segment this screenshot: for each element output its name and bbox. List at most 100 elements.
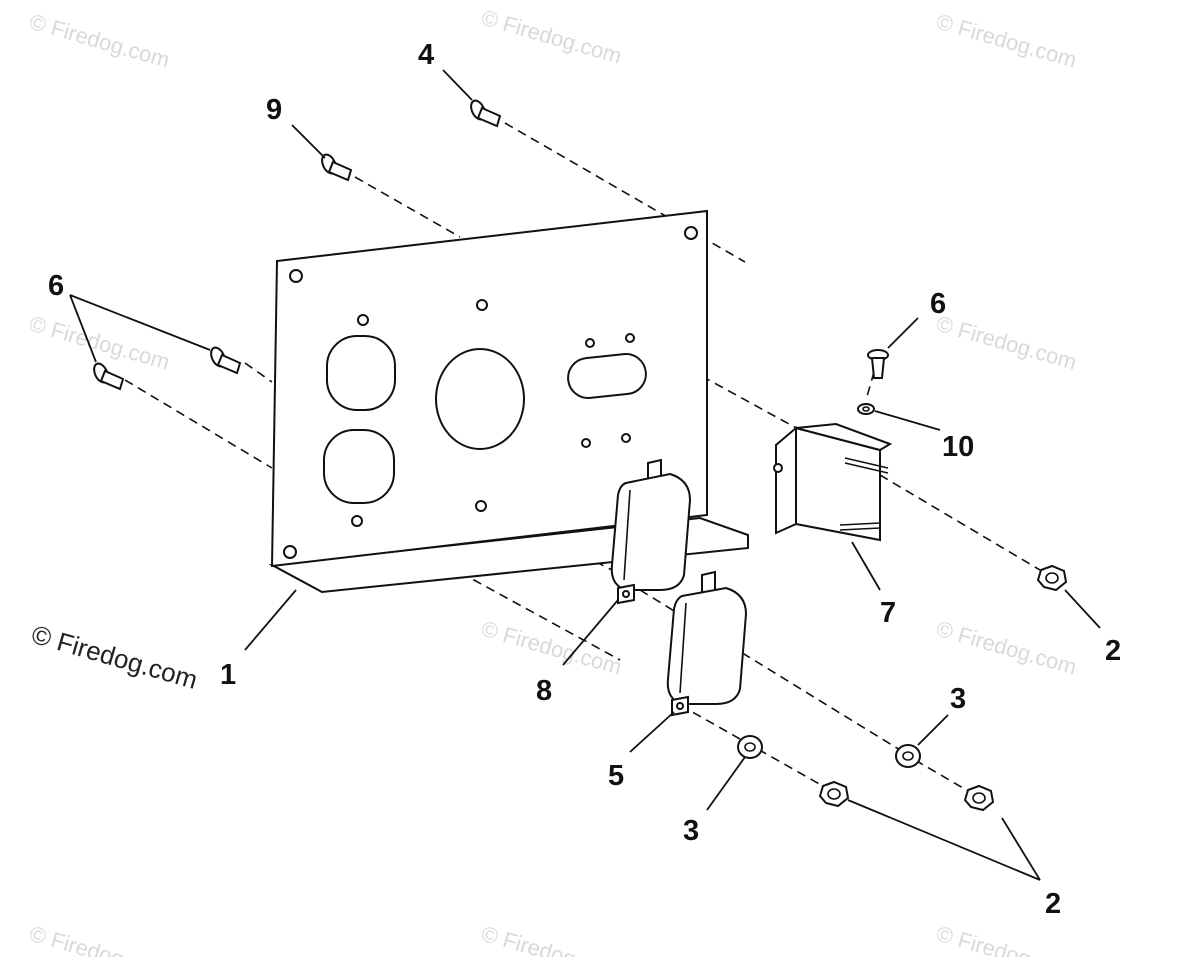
receptacle-tab-hole — [622, 590, 630, 598]
leader-line-9 — [291, 124, 326, 159]
screw-shank — [99, 369, 125, 391]
callout-6-left: 6 — [48, 270, 64, 302]
assembly-line-screw-9 — [354, 176, 461, 238]
leader-line-6-right — [887, 317, 919, 349]
nut-hole — [827, 788, 841, 800]
watermark-text: © Firedog.com — [479, 616, 625, 680]
nut-hex — [818, 780, 850, 808]
switch-body-top — [795, 422, 893, 452]
plate-mount-hole — [581, 438, 591, 448]
watermark-text: © Firedog.com — [934, 9, 1080, 73]
plate-switch-slot — [567, 353, 647, 399]
screw-item-9 — [321, 153, 353, 182]
switch-item-7 — [773, 422, 893, 542]
plate-outlet-cutout-upper — [326, 335, 396, 411]
washer-ring — [737, 735, 763, 759]
leader-line-4 — [442, 69, 473, 101]
leader-line-7 — [851, 541, 881, 591]
plate-mount-hole — [357, 314, 369, 326]
plate-mount-hole — [621, 433, 631, 443]
washer-item-10 — [857, 403, 875, 415]
receptacle-item-5 — [666, 570, 748, 717]
plate-corner-hole — [289, 269, 303, 283]
plate-corner-hole — [283, 545, 297, 559]
nut-hex — [1036, 564, 1068, 592]
screw-item-6-lower — [93, 362, 125, 391]
nut-item-2-right — [1036, 564, 1068, 592]
plate-mount-hole — [475, 500, 487, 512]
watermark-text: © Firedog.com — [479, 5, 625, 69]
callout-labels: 1 2 2 3 3 4 5 6 6 7 8 9 10 — [48, 39, 1121, 920]
plate-mount-hole — [351, 515, 363, 527]
assembly-line-screw-6-right — [865, 371, 875, 401]
leader-lines — [69, 69, 1101, 881]
callout-8: 8 — [536, 675, 552, 707]
screw-item-6-upper — [210, 346, 242, 375]
washer-hole — [862, 406, 870, 412]
nut-item-2-lower-right — [963, 784, 995, 812]
plate-outlet-cutout-lower — [323, 429, 395, 504]
screw-shank — [327, 160, 353, 182]
leader-line-6-left — [69, 294, 211, 363]
leader-line-10 — [874, 410, 941, 431]
washer-ring — [857, 403, 875, 415]
screw-shank — [476, 106, 502, 128]
plate-corner-hole — [684, 226, 698, 240]
switch-pivot — [773, 463, 783, 473]
receptacle-body — [610, 472, 692, 591]
assembly-line-screw-6-lower — [124, 379, 273, 469]
leader-line-3-left — [706, 756, 746, 811]
nut-hex — [963, 784, 995, 812]
watermark-main-text: © Firedog.com — [28, 619, 201, 695]
leader-line-1 — [244, 589, 297, 651]
nut-hole — [1045, 572, 1059, 584]
screw-shank — [870, 357, 886, 379]
washer-hole — [744, 742, 756, 752]
callout-6-right: 6 — [930, 288, 946, 320]
callout-4: 4 — [418, 39, 434, 71]
plate-round-cutout — [435, 348, 525, 450]
washer-hole — [902, 751, 914, 761]
leader-line-2-right — [1064, 589, 1101, 629]
callout-1: 1 — [220, 659, 236, 691]
screw-shank — [216, 353, 242, 375]
watermark-text: © Firedog.com — [934, 616, 1080, 680]
plate-mount-hole — [476, 299, 488, 311]
watermark-text: © Firedog.com — [934, 311, 1080, 375]
leader-line-3-right — [917, 714, 949, 746]
switch-body-side — [775, 425, 797, 535]
plate-flange-edge — [271, 564, 323, 593]
callout-3-right: 3 — [950, 683, 966, 715]
plate-mount-hole — [625, 333, 635, 343]
receptacle-item-8 — [610, 458, 692, 605]
receptacle-tab-hole — [676, 702, 684, 710]
leader-line-5 — [629, 711, 675, 753]
washer-ring — [895, 744, 921, 768]
nut-hole — [972, 792, 986, 804]
plate-mount-hole — [585, 338, 595, 348]
callout-3-left: 3 — [683, 815, 699, 847]
nut-item-2-center — [818, 780, 850, 808]
washer-item-3-right — [895, 744, 921, 768]
receptacle-body — [666, 586, 748, 705]
watermark-text: © Firedog.com — [934, 921, 1080, 957]
screw-item-6-right — [867, 349, 889, 379]
leader-line-8 — [562, 599, 619, 666]
watermark-text: © Firedog.com — [479, 921, 625, 957]
callout-9: 9 — [266, 94, 282, 126]
watermark-text: © Firedog.com — [27, 9, 173, 73]
washer-item-3-left — [737, 735, 763, 759]
callout-7: 7 — [880, 597, 896, 629]
watermark-text: © Firedog.com — [27, 921, 173, 957]
switch-terminal — [839, 457, 889, 531]
assembly-line-screw-6-upper — [244, 362, 273, 383]
callout-2-right: 2 — [1105, 635, 1121, 667]
callout-10: 10 — [942, 431, 974, 463]
callout-2-bottom: 2 — [1045, 888, 1061, 920]
callout-5: 5 — [608, 760, 624, 792]
screw-item-4 — [470, 99, 502, 128]
receptacle-face-edge — [623, 489, 631, 581]
receptacle-face-edge — [679, 602, 687, 694]
leader-line-2-bottom — [847, 799, 1041, 881]
